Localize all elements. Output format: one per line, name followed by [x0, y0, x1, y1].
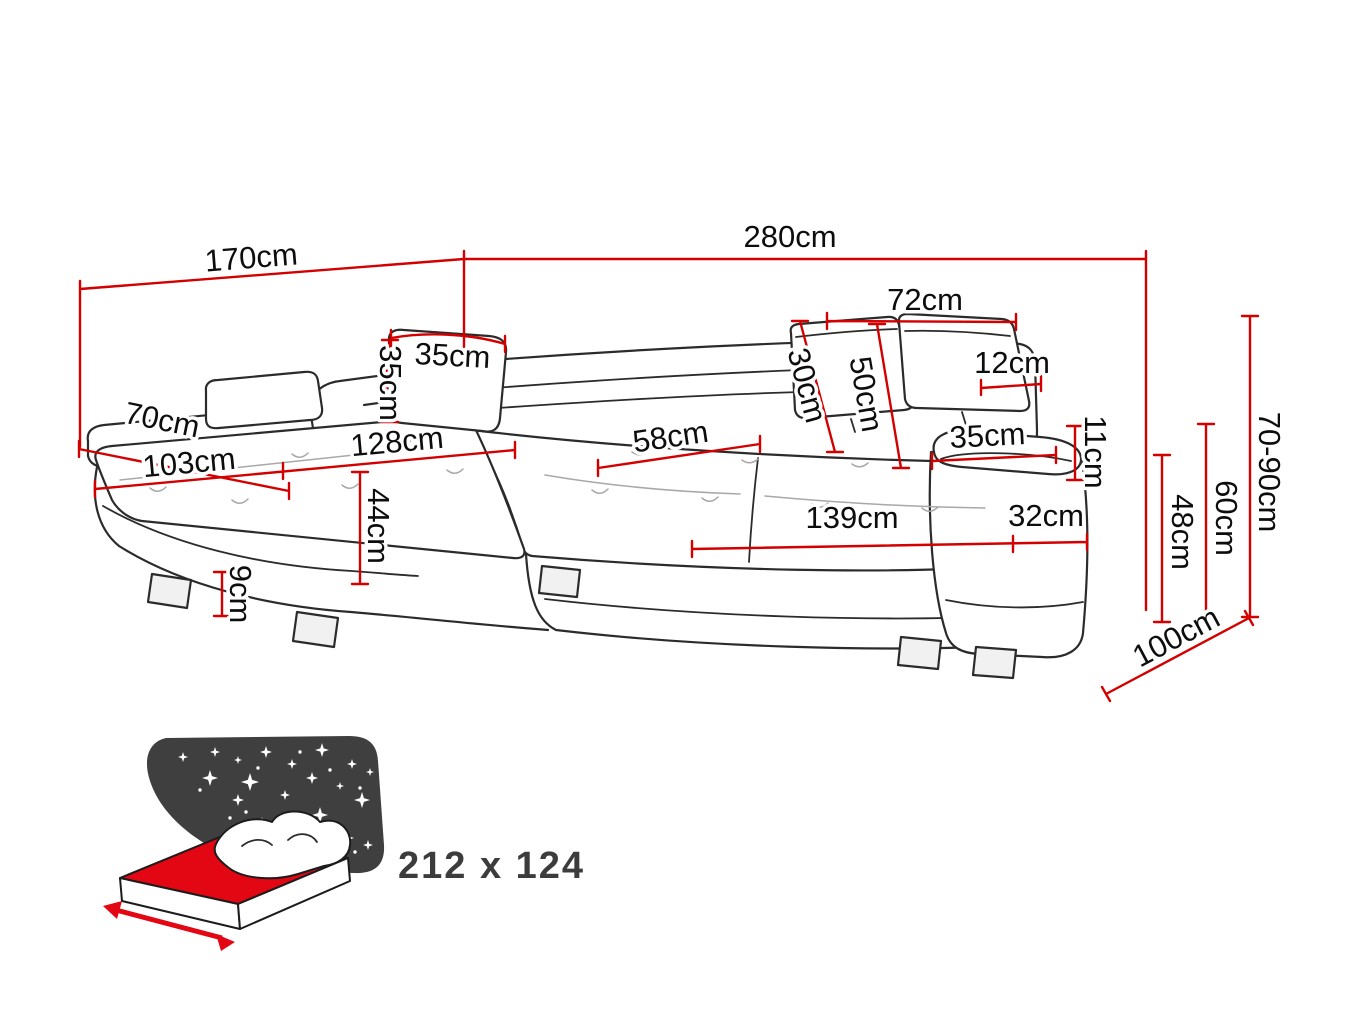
armrest-seam — [945, 599, 1084, 609]
dim-armrest-cushion-length-label: 35cm — [949, 416, 1027, 455]
dim-pillow-height: 35cm — [370, 338, 412, 424]
dim-headrest-width: 72cm — [825, 279, 1018, 332]
dim-seat-height: 44cm — [350, 470, 400, 586]
chaise-tufting-creases — [119, 438, 464, 504]
sofa-line-art — [86, 312, 1089, 680]
headrest-stems — [850, 411, 967, 433]
dim-back-right-width: 280cm — [462, 216, 1148, 612]
dim-armrest-height: 60cm — [1196, 422, 1248, 622]
headrest-right-edge — [904, 329, 1011, 337]
icon-mattress-side-right — [237, 857, 351, 930]
dim-headrest-thickness: 12cm — [971, 342, 1053, 397]
dim-overall-depth: 100cm — [1100, 596, 1255, 703]
pillow — [385, 328, 508, 433]
icon-width-arrow — [103, 901, 235, 951]
dim-seat-height-label: 44cm — [361, 488, 396, 564]
dim-headrest-thickness-label: 12cm — [974, 345, 1050, 380]
chaise-base — [93, 465, 550, 632]
icon-blanket-folds — [241, 833, 318, 847]
sleeping-size-label: 212 x 124 — [398, 845, 585, 887]
dim-overall-depth-label: 100cm — [1127, 599, 1226, 674]
dim-leg-height: 9cm — [212, 561, 262, 627]
headrest-left-edge — [795, 328, 898, 338]
chaise-headrest — [204, 370, 324, 430]
dim-seat-width-label: 139cm — [805, 500, 898, 535]
dim-leg-height-label: 9cm — [223, 565, 258, 624]
dim-back-right-width-label: 280cm — [743, 219, 836, 254]
chaise-base-seam — [102, 505, 419, 577]
dim-armrest-cushion-length: 35cm — [930, 413, 1058, 471]
sleep-function-icon: 212 x 124 — [103, 736, 585, 951]
armrest-body — [928, 450, 1089, 659]
dim-armrest-cushion-thickness-label: 11cm — [1078, 415, 1113, 489]
dim-pillow-width: 35cm — [389, 328, 507, 378]
seat-split-seam — [748, 457, 759, 563]
dim-back-left-width-label: 170cm — [203, 236, 299, 278]
dim-headrest-width-label: 72cm — [887, 282, 963, 317]
icon-blanket — [213, 810, 352, 880]
dim-overall-height: 70-90cm — [1240, 314, 1291, 619]
dim-pillow-height-label: 35cm — [373, 345, 408, 421]
dim-overall-height-label: 70-90cm — [1252, 412, 1287, 533]
dim-seat-floor-height-label: 48cm — [1165, 494, 1200, 570]
metal-feet — [146, 564, 1018, 680]
dim-armrest-height-label: 60cm — [1209, 480, 1244, 556]
dim-armrest-cushion-thickness: 11cm — [1065, 412, 1117, 492]
seat-tufting-creases — [544, 450, 986, 512]
dim-armrest-width-label: 32cm — [1008, 498, 1084, 533]
backrest-seams — [467, 369, 801, 411]
dim-seat-width: 139cm 32cm — [690, 495, 1089, 559]
dim-pillow-width-label: 35cm — [414, 336, 492, 375]
dim-seat-floor-height: 48cm — [1152, 453, 1204, 624]
